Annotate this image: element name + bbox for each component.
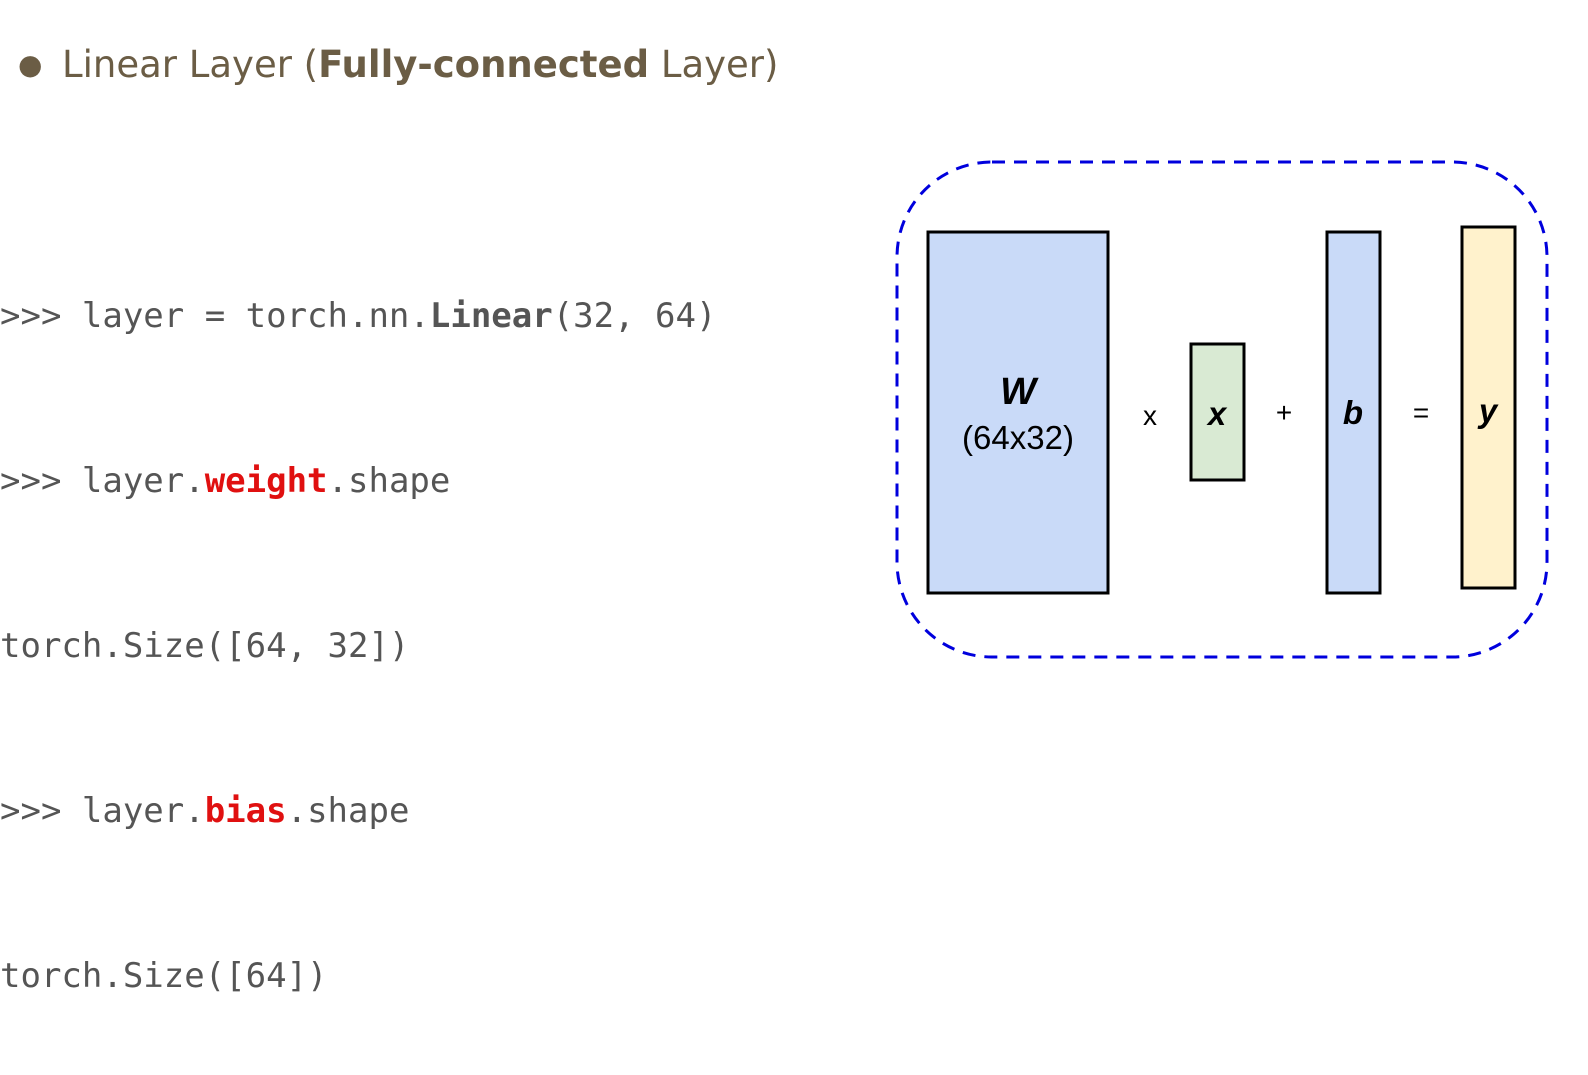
code-line-1-prefix: >>> layer = torch.nn.	[0, 296, 430, 336]
multiply-operator: x	[1143, 400, 1157, 431]
weight-matrix-dims: (64x32)	[962, 419, 1074, 456]
heading: ● Linear Layer (Fully-connected Layer)	[18, 38, 778, 90]
code-line-2-keyword: weight	[204, 461, 328, 501]
bias-vector-box	[1325, 230, 1382, 595]
linear-layer-diagram: W (64x32) x x + b = y	[895, 160, 1549, 659]
bullet-icon: ●	[18, 47, 43, 81]
output-vector-label: y	[1477, 392, 1499, 429]
bias-vector-label: b	[1343, 394, 1363, 431]
input-vector-label: x	[1206, 395, 1228, 432]
heading-text: Linear Layer (Fully-connected Layer)	[62, 43, 778, 86]
code-line-3: torch.Size([64, 32])	[0, 626, 410, 666]
plus-operator: +	[1276, 397, 1292, 428]
code-line-4-keyword: bias	[204, 791, 287, 831]
output-vector-box	[1460, 225, 1517, 590]
code-line-1: >>> layer = torch.nn.Linear(32, 64)	[0, 290, 716, 375]
code-block: >>> layer = torch.nn.Linear(32, 64) >>> …	[0, 210, 716, 1075]
heading-text-bold: Fully-connected	[318, 42, 650, 86]
weight-matrix-label: W	[1000, 371, 1039, 413]
diagram-border	[895, 160, 1549, 659]
input-vector-box	[1189, 342, 1246, 482]
heading-text-before: Linear Layer (	[62, 42, 319, 86]
code-line-1-keyword: Linear	[429, 296, 553, 336]
heading-text-after: Layer)	[649, 42, 779, 86]
code-line-2-prefix: >>> layer.	[0, 461, 205, 501]
code-line-4: >>> layer.bias.shape	[0, 785, 716, 870]
code-line-4-suffix: .shape	[286, 791, 410, 831]
code-line-2: >>> layer.weight.shape	[0, 455, 716, 540]
equals-operator: =	[1413, 397, 1429, 428]
code-line-2-suffix: .shape	[327, 461, 451, 501]
code-line-1-suffix: (32, 64)	[552, 296, 717, 336]
code-line-4-prefix: >>> layer.	[0, 791, 205, 831]
weight-matrix-box	[926, 230, 1110, 595]
code-line-5: torch.Size([64])	[0, 956, 328, 996]
